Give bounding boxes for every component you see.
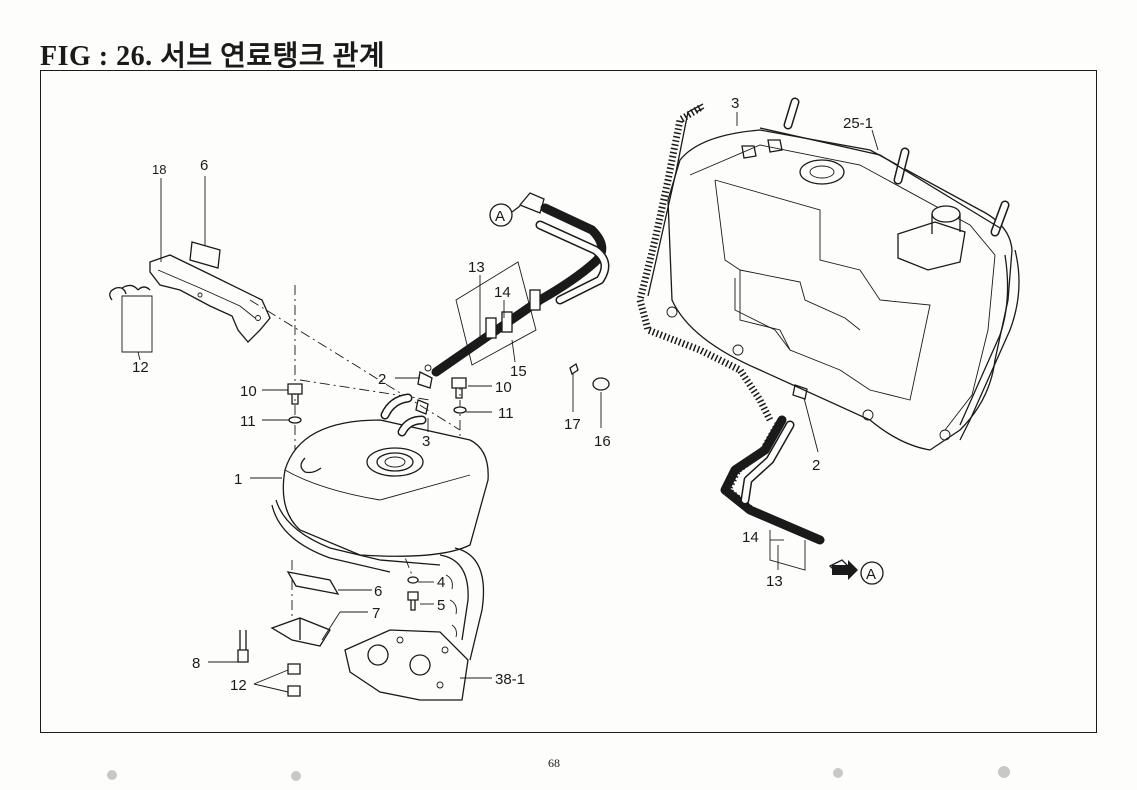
callout-6-bottom: 6 [374, 583, 382, 600]
diagram-frame [40, 70, 1097, 733]
callout-6-top: 6 [200, 157, 208, 174]
breather-hose-right [636, 103, 774, 422]
callout-8: 8 [192, 655, 200, 672]
engine-mount-38-1 [344, 547, 485, 701]
callout-2-middle: 2 [378, 371, 386, 388]
callout-12-bottom: 12 [230, 677, 247, 694]
upper-bracket [109, 241, 271, 353]
callout-11-right: 11 [498, 405, 514, 422]
hose-clamp-middle [415, 364, 433, 415]
callout-7: 7 [372, 605, 380, 622]
callout-2-right: 2 [812, 457, 820, 474]
page-number: 68 [548, 756, 560, 770]
callout-13-middle: 13 [468, 259, 485, 276]
callout-16: 16 [594, 433, 611, 450]
ref-a-right: A [832, 560, 884, 585]
callout-12-left: 12 [132, 359, 149, 376]
callout-38-1: 38-1 [495, 671, 525, 688]
callout-25-1: 25-1 [843, 115, 873, 132]
ref-a-top: A [489, 203, 521, 227]
callout-10-right: 10 [495, 379, 512, 396]
page-title: FIG : 26. 서브 연료탱크 관계 [40, 41, 386, 72]
clip-17-and-cap-16 [569, 362, 610, 391]
callout-14-middle: 14 [494, 284, 511, 301]
fuel-hose-assembly-middle [431, 192, 610, 377]
callout-17: 17 [564, 416, 581, 433]
bolt-10-right [451, 377, 467, 414]
lower-bracket-6 [286, 571, 340, 595]
svg-text:A: A [495, 208, 505, 225]
lower-bracket-7 [270, 617, 331, 647]
sub-fuel-tank [271, 393, 489, 573]
svg-text:A: A [866, 566, 876, 583]
callout-3-right: 3 [731, 95, 739, 112]
callout-11-left: 11 [240, 413, 256, 430]
callout-13-right: 13 [766, 573, 783, 590]
main-fuel-tank [666, 97, 1020, 451]
bolt-8-and-nuts-12 [237, 630, 301, 697]
callout-4: 4 [437, 574, 445, 591]
callout-3-middle: 3 [422, 433, 430, 450]
callout-14-right: 14 [742, 529, 759, 546]
callout-1: 1 [234, 471, 242, 488]
callout-15: 15 [510, 363, 527, 380]
callout-10-left: 10 [240, 383, 257, 400]
callout-18: 18 [152, 162, 166, 177]
bolt-10-left [287, 383, 303, 424]
bolts-4-5 [407, 576, 419, 611]
callout-5: 5 [437, 597, 445, 614]
fuel-hose-assembly-right [720, 384, 850, 573]
